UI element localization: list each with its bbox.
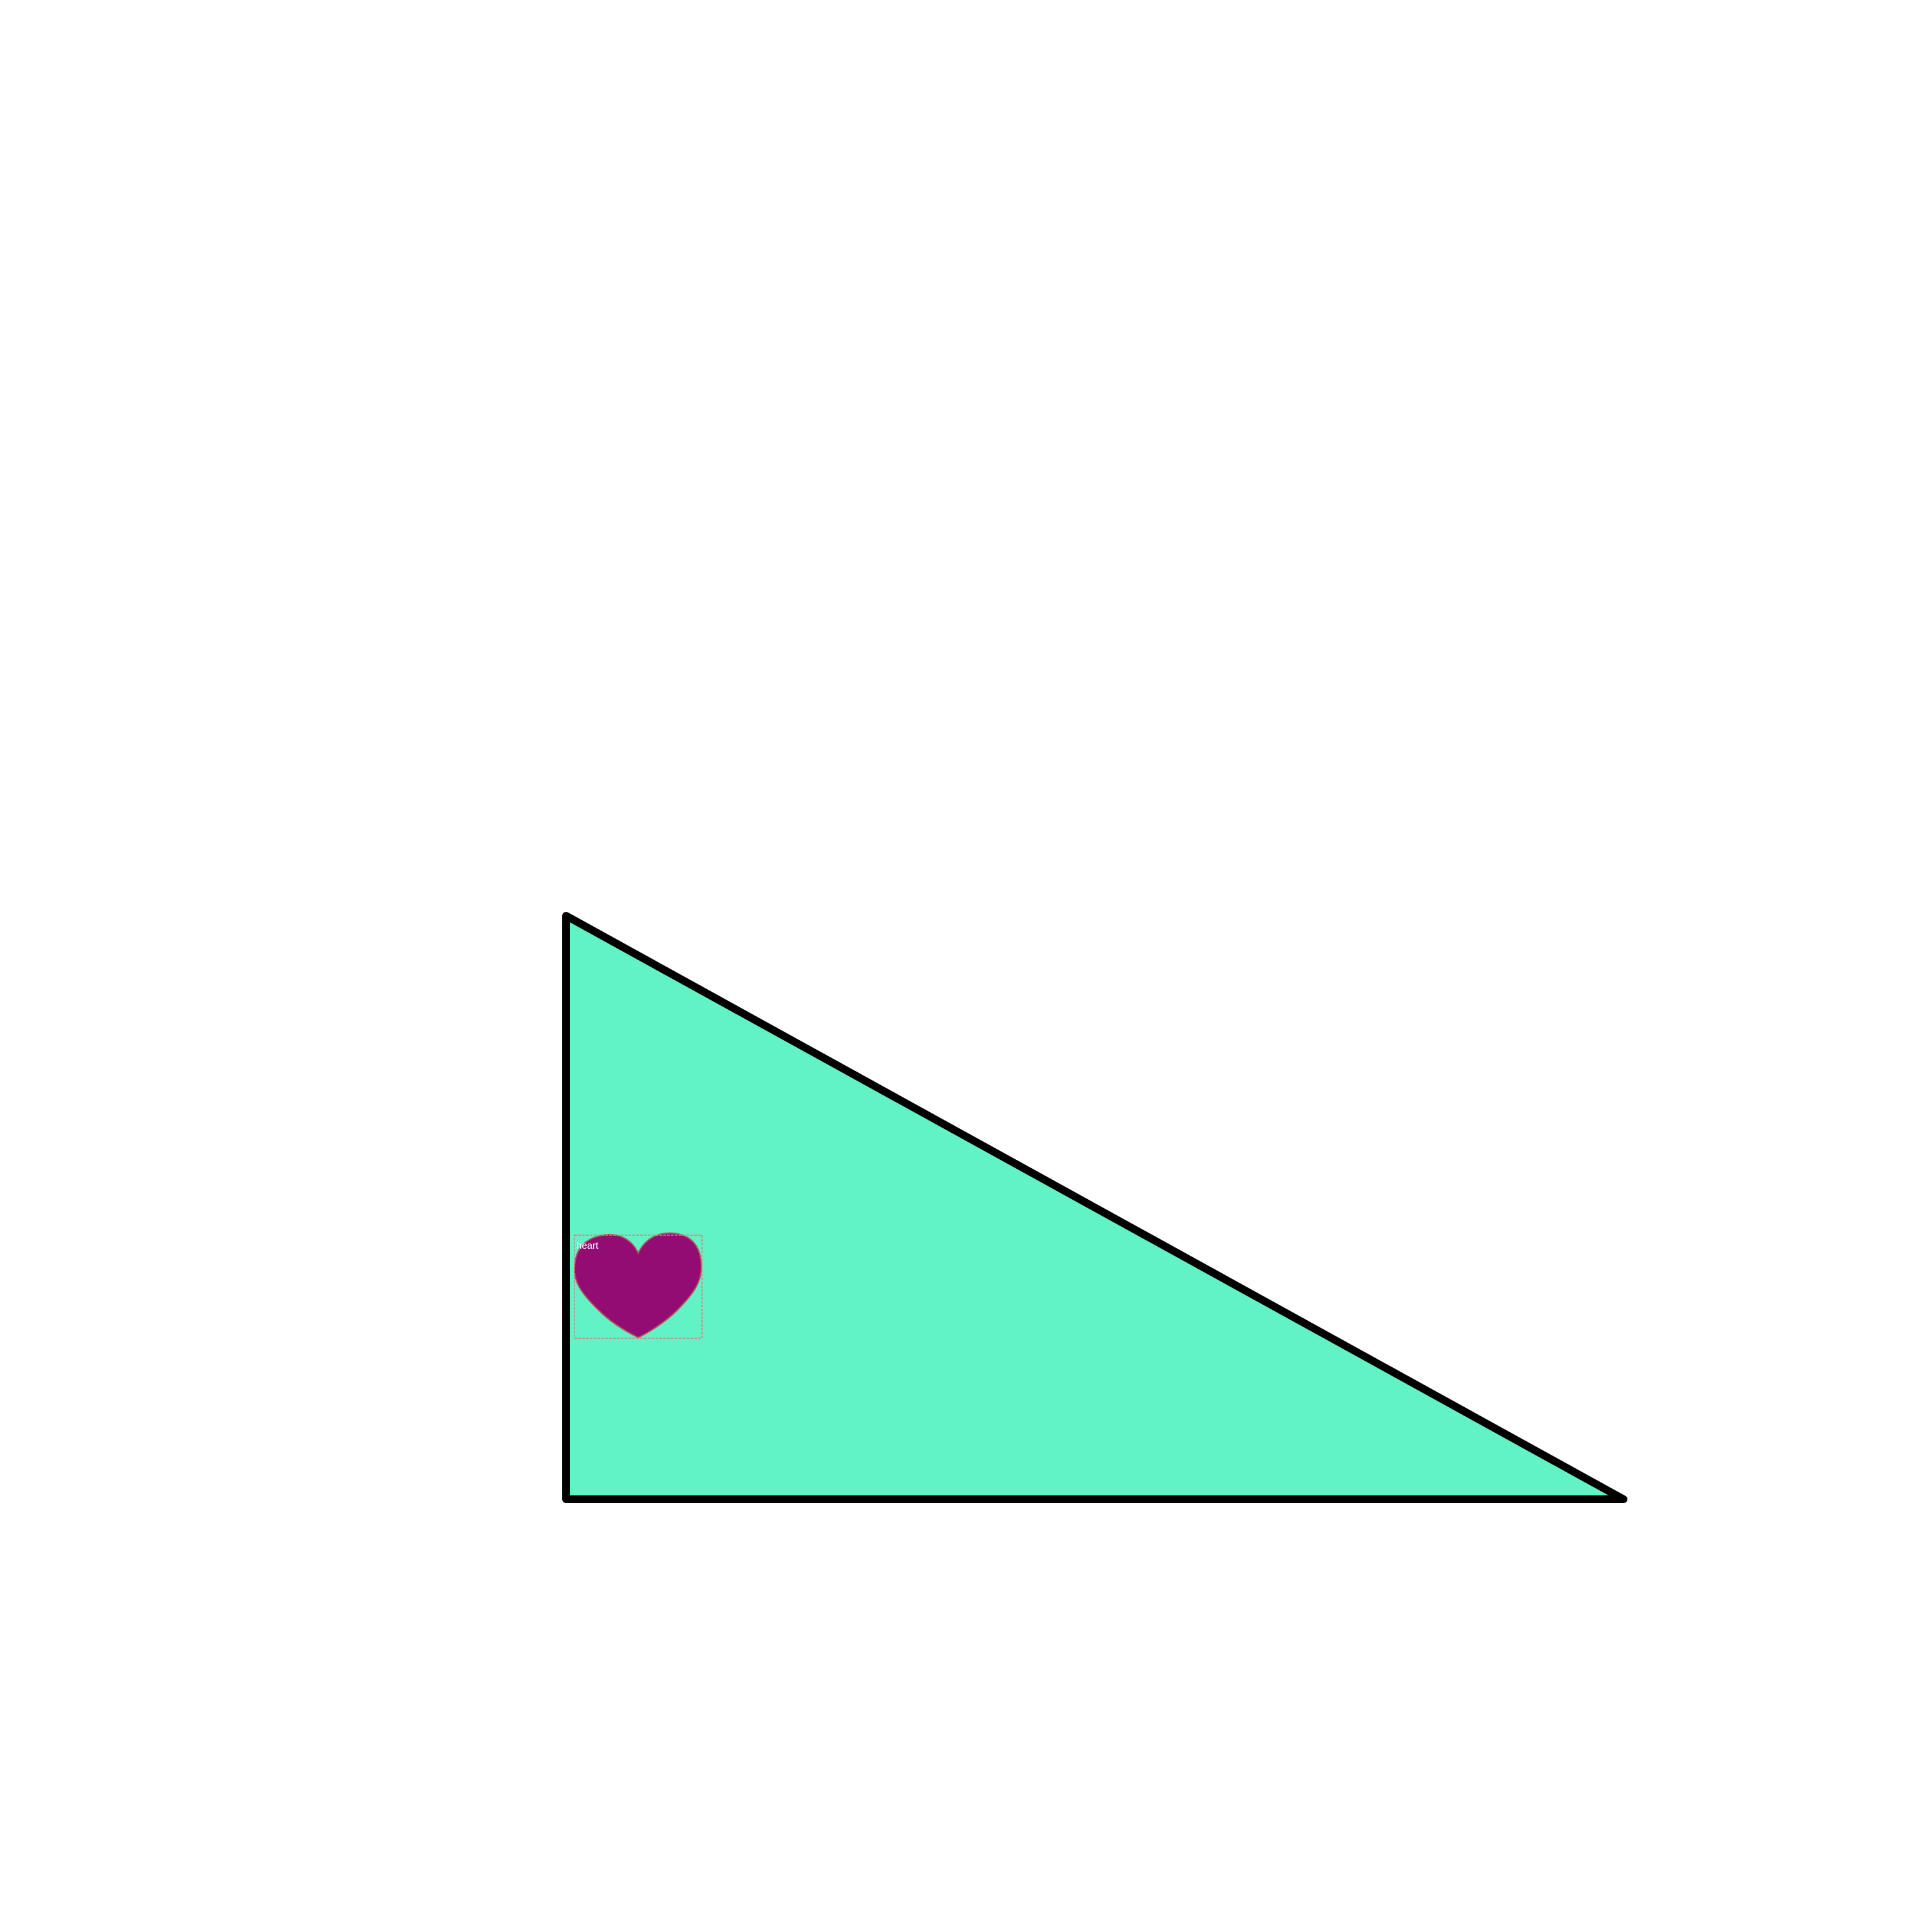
heart-group: heart <box>573 1232 703 1339</box>
right-triangle <box>562 912 1627 1503</box>
heart-bounding-box <box>574 1235 703 1339</box>
heart-label: heart <box>576 1240 599 1251</box>
heart-icon <box>573 1232 703 1339</box>
